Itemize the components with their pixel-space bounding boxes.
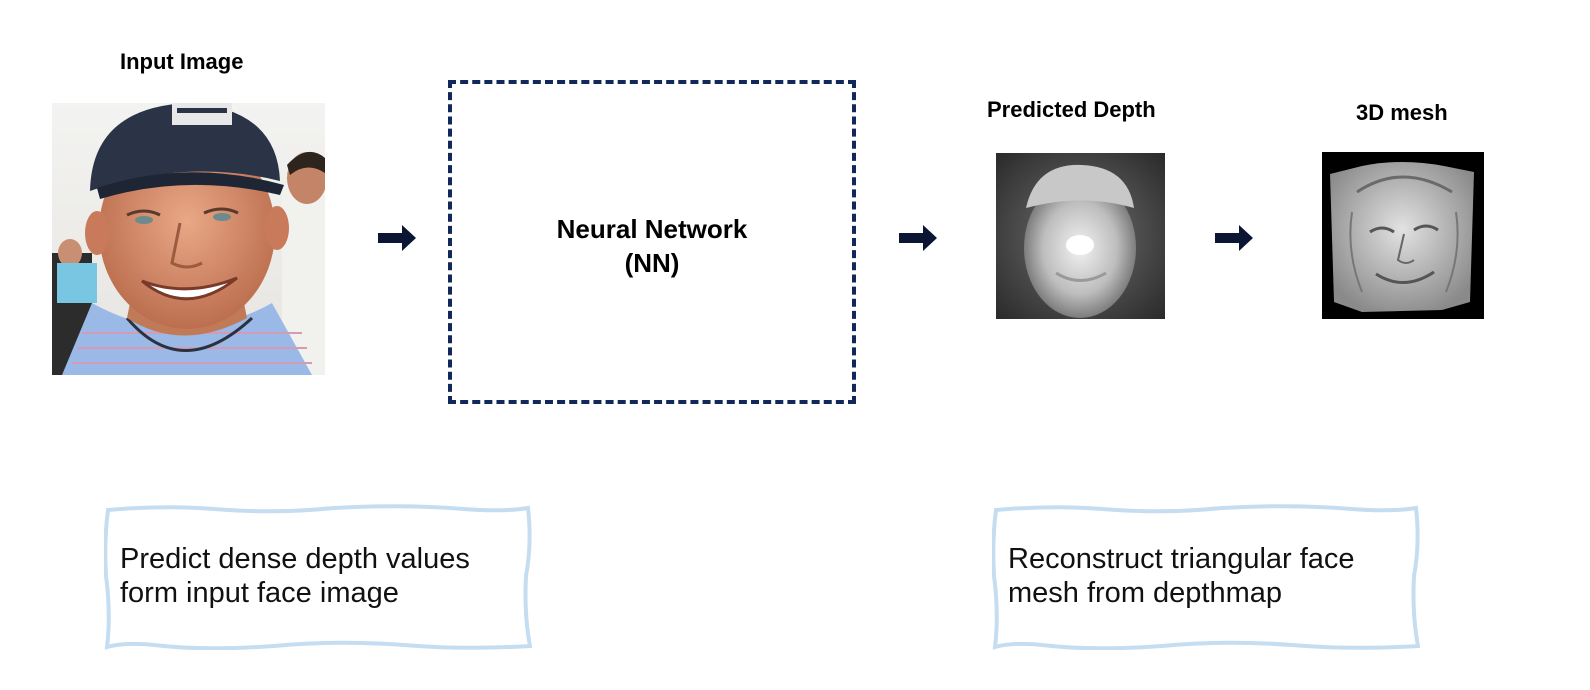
note-box-right: Reconstruct triangular face mesh from de… <box>992 504 1420 650</box>
note-left-line1: Predict dense depth values <box>120 543 470 575</box>
predicted-depth-label: Predicted Depth <box>987 97 1156 122</box>
note-left-line2: form input face image <box>120 577 399 609</box>
neural-network-label: Neural Network (NN) <box>452 212 852 280</box>
neural-network-title: Neural Network <box>556 214 748 244</box>
neural-network-box: Neural Network (NN) <box>448 80 856 404</box>
neural-network-abbrev: (NN) <box>624 248 680 278</box>
note-text-left: Predict dense depth values form input fa… <box>120 542 470 610</box>
note-right-line1: Reconstruct triangular face <box>1008 543 1355 575</box>
arrow-right-icon <box>899 225 939 251</box>
depth-map-image <box>996 153 1165 319</box>
arrow-right-icon <box>1215 225 1255 251</box>
note-box-left: Predict dense depth values form input fa… <box>104 504 532 650</box>
note-text-right: Reconstruct triangular face mesh from de… <box>1008 542 1355 610</box>
arrow-right-icon <box>378 225 418 251</box>
input-face-photo <box>52 103 325 375</box>
mesh-3d-image <box>1322 152 1484 319</box>
note-right-line2: mesh from depthmap <box>1008 577 1283 609</box>
mesh-3d-label: 3D mesh <box>1356 100 1448 125</box>
input-image-label: Input Image <box>120 49 244 74</box>
